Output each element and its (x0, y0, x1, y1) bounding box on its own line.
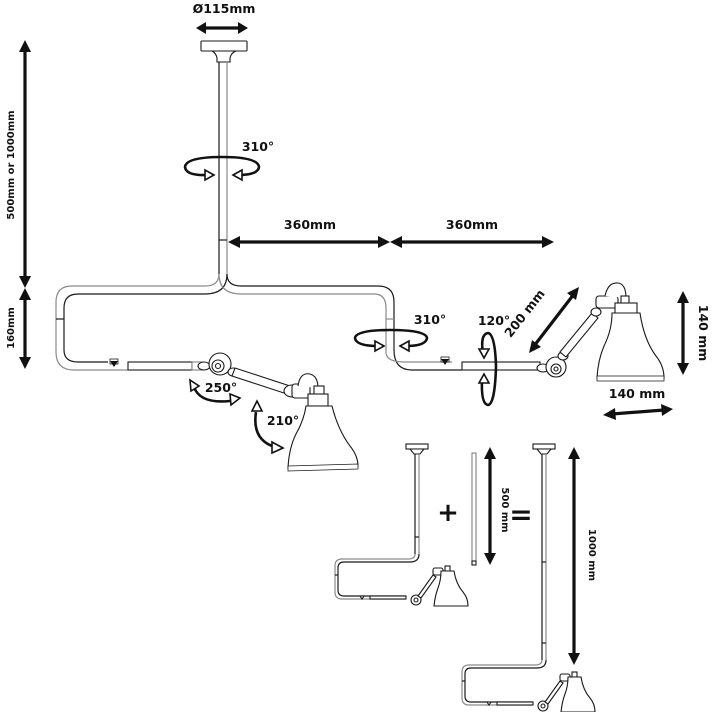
vertical-stem (218, 62, 228, 274)
arm-tilt-indicator: 120° (477, 313, 510, 407)
elbow-joint-label: 250° (205, 380, 237, 395)
arm-span-left-dimension: 360mm (228, 217, 390, 248)
shade-height-dimension: 140 mm (677, 291, 711, 375)
elbow-joint-indicator: 250° (189, 378, 242, 407)
extension-length-dimension: 500 mm (484, 447, 510, 565)
total-length-dimension: 1000 mm (568, 447, 597, 665)
arm-span-right-label: 360mm (446, 217, 498, 232)
equals-symbol: = (509, 498, 532, 531)
stem-rotation-indicator: 310° (183, 139, 274, 182)
left-shade (287, 373, 359, 472)
elbow-rotation-label: 310° (414, 312, 446, 327)
left-arm (127, 352, 311, 399)
bend-height-label: 160mm (6, 307, 17, 349)
extension-length-label: 500 mm (499, 487, 510, 532)
extension-rod (471, 452, 477, 566)
canopy-diameter-label: Ø115mm (193, 1, 256, 16)
shade-height-label: 140 mm (696, 305, 711, 362)
drop-height-label: 500mm or 1000mm (6, 110, 17, 219)
bend-height-dimension: 160mm (6, 288, 31, 369)
arm-tilt-label: 120° (478, 313, 510, 328)
shade-joint-indicator: 210° (250, 399, 299, 455)
shade-width-label: 140 mm (609, 386, 666, 401)
plus-symbol: + (437, 498, 459, 528)
main-lamp (55, 40, 665, 472)
short-lamp-illustration (334, 443, 469, 607)
horizontal-frame (55, 273, 462, 371)
drop-height-dimension: 500mm or 1000mm (6, 40, 31, 288)
canopy-width-dimension: Ø115mm (193, 1, 256, 34)
elbow-rotation-indicator: 310° (353, 312, 446, 353)
right-shade (596, 282, 665, 382)
right-arm (461, 295, 619, 378)
arm-span-left-label: 360mm (284, 217, 336, 232)
arm-span-right-dimension: 360mm (390, 217, 554, 248)
long-lamp-illustration (461, 443, 596, 712)
shade-width-dimension: 140 mm (603, 386, 673, 420)
ceiling-canopy (200, 40, 248, 63)
stem-rotation-label: 310° (242, 139, 274, 154)
total-length-label: 1000 mm (586, 529, 597, 581)
shade-joint-label: 210° (267, 413, 299, 428)
